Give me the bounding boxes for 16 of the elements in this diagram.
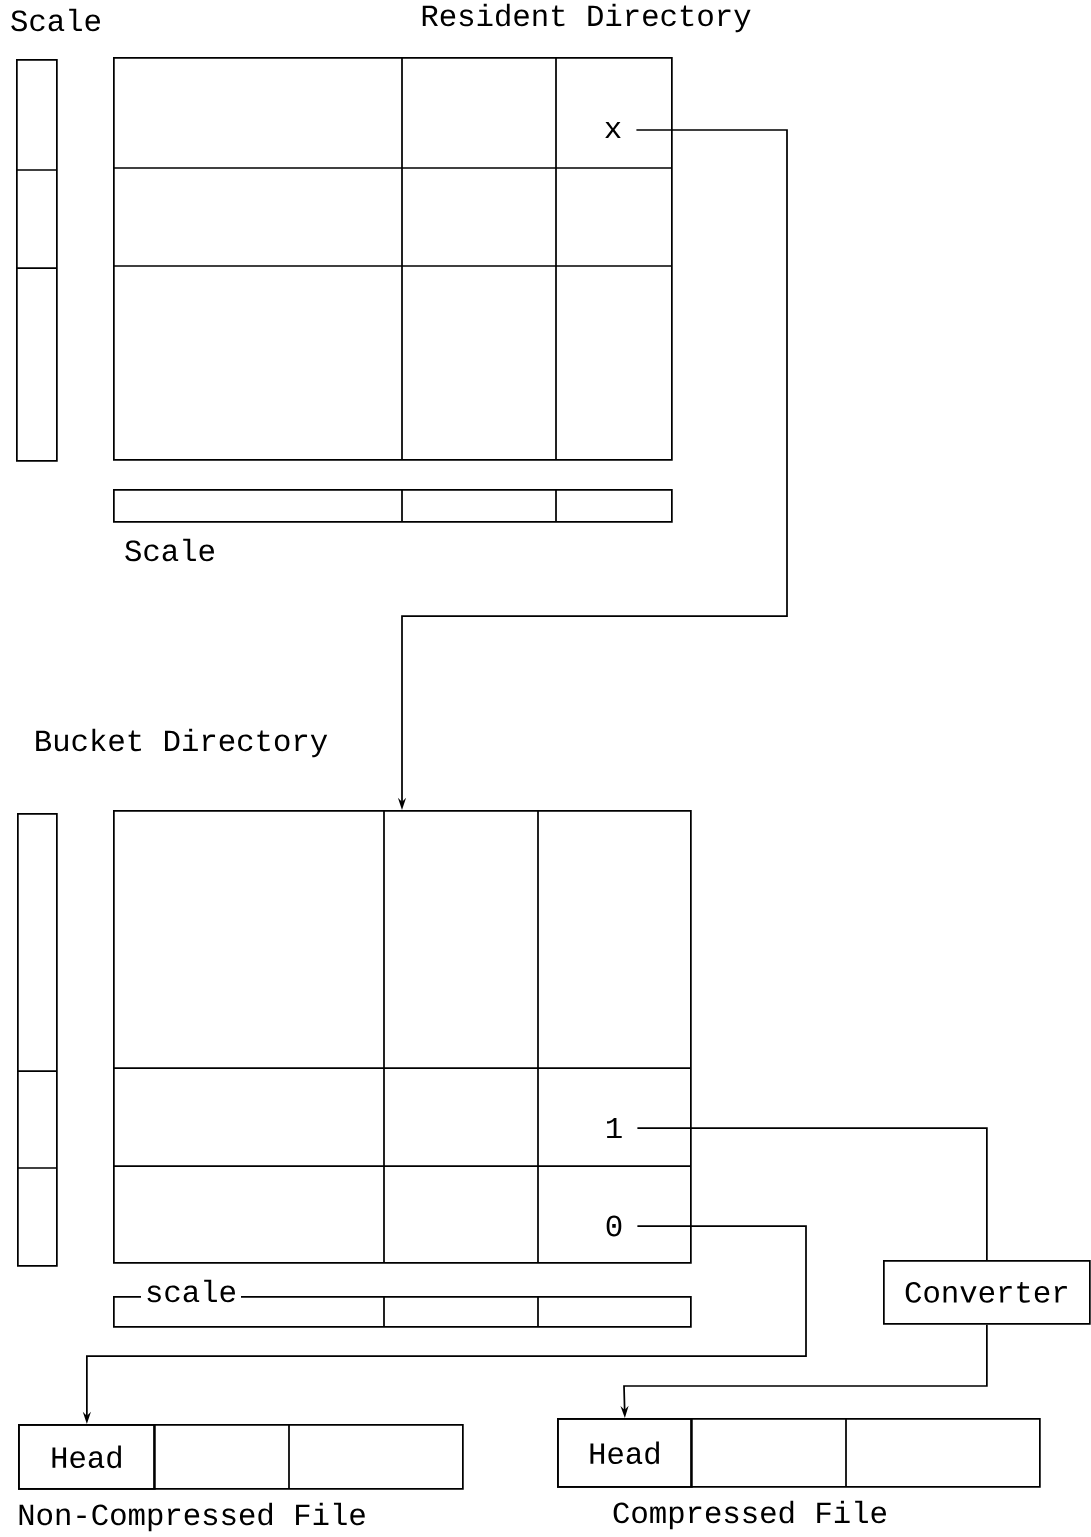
scale-bar: Scale	[6, 4, 106, 462]
cell-value: x	[605, 121, 621, 139]
head-cell: Head	[557, 1418, 693, 1488]
scale-bar: scale	[113, 1275, 692, 1328]
node-label: Compressed File	[613, 1500, 886, 1530]
scale-bar: Scale	[113, 488, 673, 566]
cell-value: 1	[607, 1117, 622, 1139]
converter-box: Converter	[883, 1260, 1091, 1325]
node-label: Scale	[11, 8, 100, 32]
node-label: Resident Directory	[422, 3, 751, 33]
head-cell: Head	[18, 1424, 156, 1490]
scale-bar	[16, 813, 58, 1267]
node-label: Bucket Directory	[36, 728, 328, 758]
cell-value: 0	[606, 1215, 622, 1237]
node-label: Scale	[125, 538, 214, 562]
node-label: Non-Compressed File	[19, 1502, 365, 1532]
